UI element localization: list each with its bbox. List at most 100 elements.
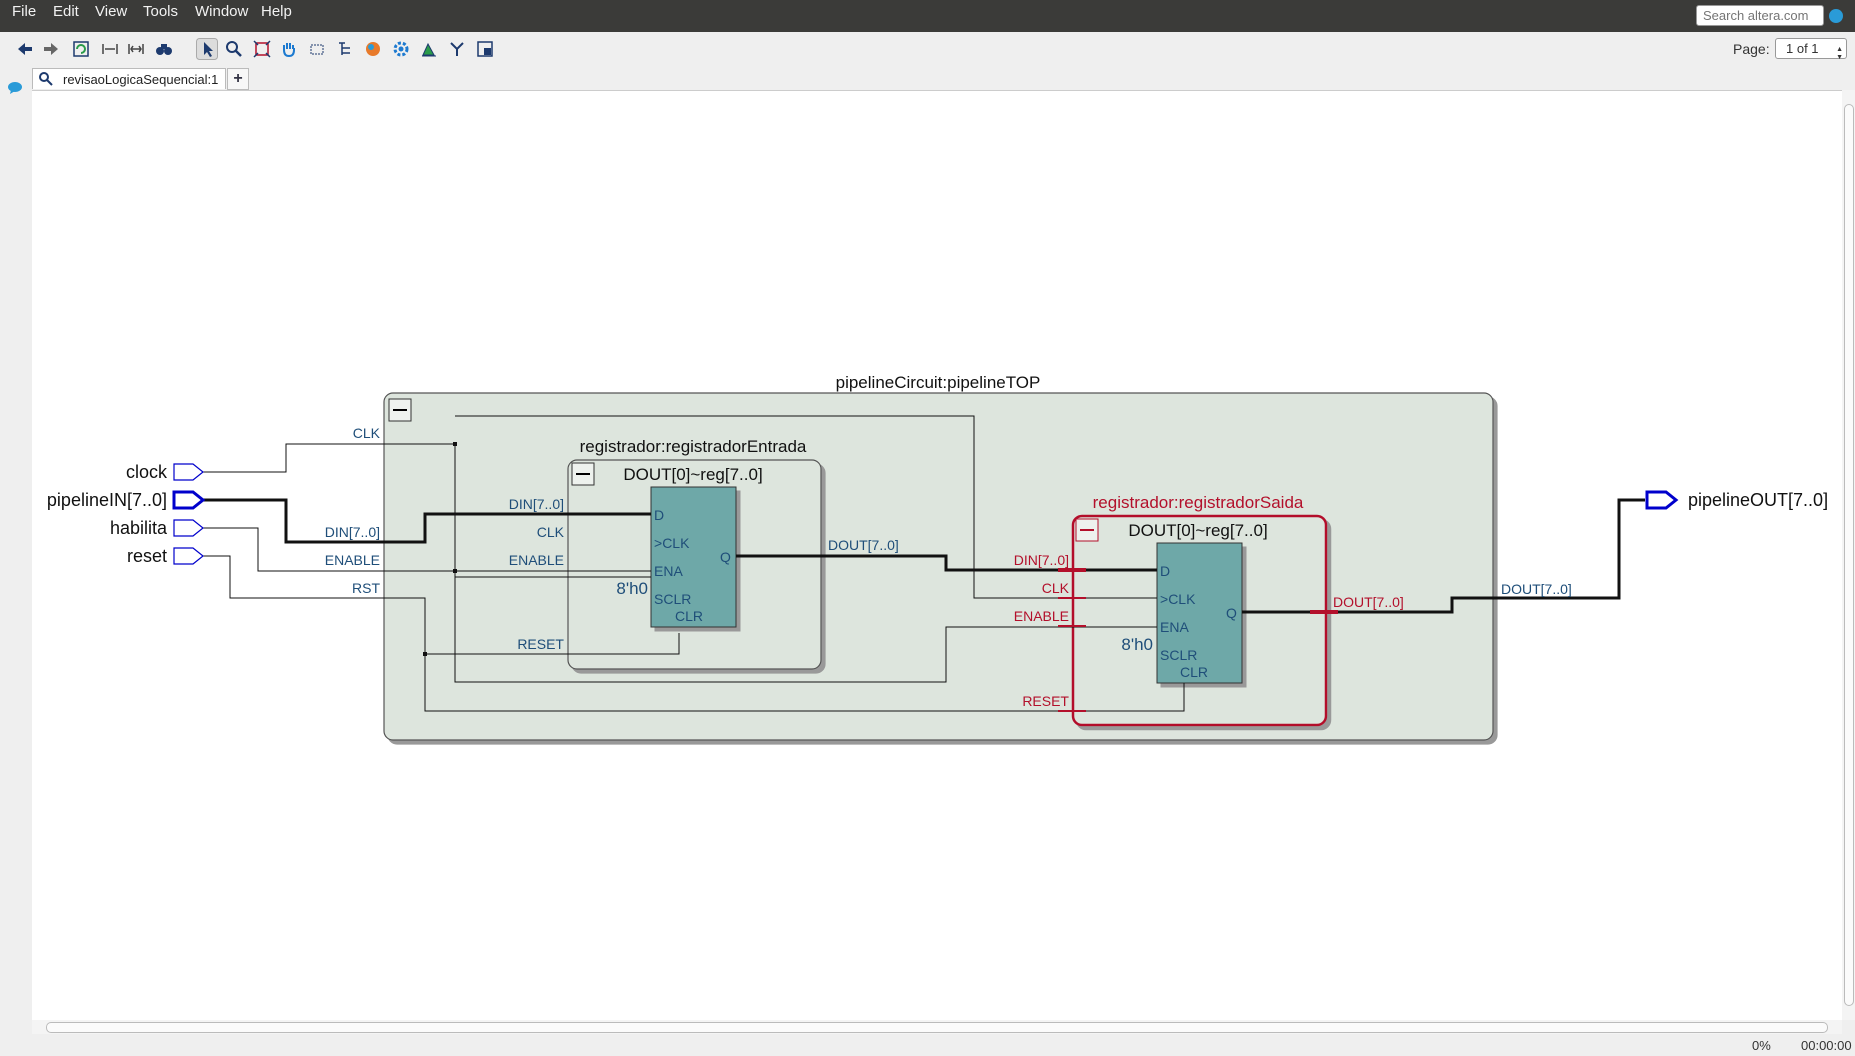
tab-bar: revisaoLogicaSequencial:1 + bbox=[32, 66, 1855, 90]
bus-wires bbox=[203, 498, 1645, 614]
junctions bbox=[423, 442, 457, 656]
reg-in-ff-clk: >CLK bbox=[654, 535, 690, 551]
reg-in-ff-d: D bbox=[654, 507, 664, 523]
netlist-icon[interactable] bbox=[364, 40, 382, 58]
input-label-pipelinein: pipelineIN[7..0] bbox=[47, 490, 167, 510]
reg-out-ff-clk: >CLK bbox=[1160, 591, 1196, 607]
reg-in-port-din: DIN[7..0] bbox=[509, 496, 564, 512]
reg-in-ff-clr: CLR bbox=[675, 608, 703, 624]
left-strip bbox=[0, 66, 32, 1034]
reg-in-port-dout: DOUT[7..0] bbox=[828, 537, 899, 553]
reg-in-port-clk: CLK bbox=[537, 524, 565, 540]
top-port-dout: DOUT[7..0] bbox=[1501, 581, 1572, 597]
reg-out-ff-clr: CLR bbox=[1180, 664, 1208, 680]
reg-in-ff-clk-text: CLK bbox=[662, 535, 690, 551]
page-value: 1 of 1 bbox=[1786, 41, 1819, 56]
menu-bar: File Edit View Tools Window Help bbox=[0, 0, 1855, 32]
fit-icon[interactable] bbox=[253, 40, 271, 58]
reg-out-ff-sclr: SCLR bbox=[1160, 647, 1197, 663]
input-label-habilita: habilita bbox=[110, 518, 168, 538]
select-icon[interactable] bbox=[196, 38, 218, 60]
spin-up-icon[interactable]: ▲ bbox=[1836, 46, 1843, 53]
top-port-clk: CLK bbox=[353, 425, 381, 441]
reg-out-ff-clk-text: CLK bbox=[1168, 591, 1196, 607]
expand-icon[interactable] bbox=[127, 40, 145, 58]
input-port-habilita-icon[interactable] bbox=[173, 519, 204, 537]
status-bar: 0% 00:00:00 bbox=[0, 1034, 1855, 1056]
reg-in-ff-sclr: SCLR bbox=[654, 591, 691, 607]
reg-out-port-reset: RESET bbox=[1022, 693, 1069, 709]
horizontal-scrollbar[interactable] bbox=[32, 1020, 1842, 1034]
back-icon[interactable] bbox=[16, 40, 34, 58]
output-label-pipelineout: pipelineOUT[7..0] bbox=[1688, 490, 1828, 510]
refresh-icon[interactable] bbox=[72, 40, 90, 58]
flow-icon[interactable] bbox=[448, 40, 466, 58]
reg-out-title: registrador:registradorSaida bbox=[1093, 493, 1304, 512]
chart-icon[interactable] bbox=[420, 40, 438, 58]
reg-in-const: 8'h0 bbox=[616, 579, 648, 598]
input-label-clock: clock bbox=[126, 462, 168, 482]
horizontal-scroll-thumb[interactable] bbox=[46, 1022, 1828, 1033]
vertical-scroll-thumb[interactable] bbox=[1844, 104, 1854, 1006]
reg-out-port-din: DIN[7..0] bbox=[1014, 552, 1069, 568]
reg-out-port-clk: CLK bbox=[1042, 580, 1070, 596]
add-tab-button[interactable]: + bbox=[227, 68, 249, 90]
spin-down-icon[interactable]: ▼ bbox=[1836, 54, 1843, 61]
input-ports bbox=[172, 463, 1679, 565]
reg-out-ff-q: Q bbox=[1226, 605, 1237, 621]
settings-icon[interactable] bbox=[392, 40, 410, 58]
reg-in-ff-ena: ENA bbox=[654, 563, 683, 579]
menu-file[interactable]: File bbox=[12, 3, 37, 20]
find-icon[interactable] bbox=[155, 40, 173, 58]
collapse-icon[interactable] bbox=[101, 40, 119, 58]
output-port-pipelineout-icon[interactable] bbox=[1645, 490, 1679, 510]
reg-out-port-stubs bbox=[1058, 568, 1338, 712]
input-port-pipelinein-icon[interactable] bbox=[172, 490, 206, 510]
reg-out-const: 8'h0 bbox=[1121, 635, 1153, 654]
zoom-icon[interactable] bbox=[225, 40, 243, 58]
reg-out-ff-d: D bbox=[1160, 563, 1170, 579]
schematic-diagram: pipelineCircuit:pipelineTOP registrador:… bbox=[47, 373, 1828, 741]
reg-in-title: registrador:registradorEntrada bbox=[580, 437, 807, 456]
menu-tools[interactable]: Tools bbox=[143, 3, 179, 20]
menu-window[interactable]: Window bbox=[195, 3, 249, 20]
forward-icon[interactable] bbox=[42, 40, 60, 58]
menu-help[interactable]: Help bbox=[261, 3, 292, 20]
page-label: Page: bbox=[1733, 41, 1770, 57]
wires bbox=[203, 415, 1185, 712]
top-port-rst: RST bbox=[352, 580, 380, 596]
hand-icon[interactable] bbox=[280, 40, 298, 58]
export-icon[interactable] bbox=[476, 40, 494, 58]
menu-edit[interactable]: Edit bbox=[53, 3, 79, 20]
reg-out-subtitle: DOUT[0]~reg[7..0] bbox=[1128, 521, 1267, 540]
top-port-enable: ENABLE bbox=[325, 552, 380, 568]
schematic-canvas[interactable]: pipelineCircuit:pipelineTOP registrador:… bbox=[32, 90, 1842, 1021]
reg-in-ff[interactable] bbox=[650, 486, 737, 628]
toolbar: Page: 1 of 1 ▲ ▼ bbox=[0, 32, 1855, 66]
input-port-clock-icon[interactable] bbox=[173, 463, 204, 481]
status-progress: 0% bbox=[1752, 1038, 1771, 1053]
reg-in-port-reset: RESET bbox=[517, 636, 564, 652]
search-input[interactable] bbox=[1696, 5, 1824, 26]
page-stepper[interactable]: 1 of 1 ▲ ▼ bbox=[1775, 38, 1847, 61]
tab-label: revisaoLogicaSequencial:1 bbox=[63, 72, 219, 87]
vertical-scrollbar[interactable] bbox=[1842, 90, 1855, 1020]
chat-icon[interactable] bbox=[7, 81, 23, 95]
tab-schematic[interactable]: revisaoLogicaSequencial:1 bbox=[32, 68, 226, 89]
reg-out-port-enable: ENABLE bbox=[1014, 608, 1069, 624]
top-block-title: pipelineCircuit:pipelineTOP bbox=[836, 373, 1041, 392]
top-port-din: DIN[7..0] bbox=[325, 524, 380, 540]
area-select-icon[interactable] bbox=[308, 40, 326, 58]
reg-in-subtitle: DOUT[0]~reg[7..0] bbox=[623, 465, 762, 484]
hierarchy-icon[interactable] bbox=[336, 40, 354, 58]
reg-out-ff-ena: ENA bbox=[1160, 619, 1189, 635]
globe-icon[interactable] bbox=[1829, 9, 1843, 23]
reg-in-ff-q: Q bbox=[720, 549, 731, 565]
reg-out-port-dout: DOUT[7..0] bbox=[1333, 594, 1404, 610]
status-time: 00:00:00 bbox=[1801, 1038, 1852, 1053]
input-label-reset: reset bbox=[127, 546, 167, 566]
reg-in-port-enable: ENABLE bbox=[509, 552, 564, 568]
schematic-icon bbox=[39, 72, 53, 86]
input-port-reset-icon[interactable] bbox=[173, 547, 204, 565]
menu-view[interactable]: View bbox=[95, 3, 128, 20]
